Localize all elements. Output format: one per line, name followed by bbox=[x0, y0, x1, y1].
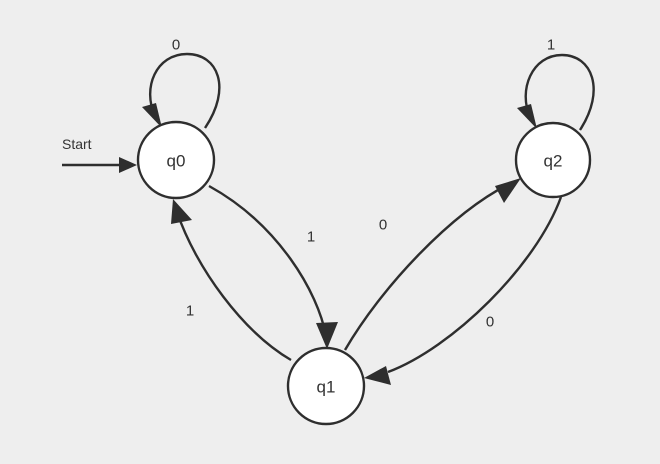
transition-q0-q1-label: 1 bbox=[307, 229, 315, 246]
transition-q1-q2-label: 0 bbox=[379, 217, 387, 234]
transition-q0-q0-path bbox=[149, 52, 221, 129]
transition-q2-q2-arrow-head-icon bbox=[517, 104, 537, 129]
transition-q2-q2-label: 1 bbox=[547, 37, 555, 54]
start-marker: Start bbox=[62, 136, 137, 173]
transition-q2-q1-label: 0 bbox=[486, 314, 494, 331]
transition-q2-q1: 0 bbox=[364, 196, 563, 385]
transition-q0-q1-path bbox=[208, 184, 328, 337]
state-circle-q2[interactable] bbox=[514, 121, 592, 199]
transition-q1-q0-arrow-head-icon bbox=[171, 199, 192, 224]
state-circle-q0[interactable] bbox=[136, 120, 216, 200]
state-circle-q1[interactable] bbox=[286, 346, 366, 426]
transition-q1-q2: 0 bbox=[343, 178, 521, 351]
transition-q1-q0-path bbox=[175, 211, 292, 362]
start-label: Start bbox=[62, 136, 92, 152]
start-arrow-head-icon bbox=[119, 157, 137, 173]
transition-q0-q0: 0 bbox=[142, 37, 221, 129]
transition-q1-q2-arrow-head-icon bbox=[495, 178, 521, 203]
transition-q1-q2-path bbox=[343, 182, 510, 351]
transition-q0-q0-arrow-head-icon bbox=[142, 103, 162, 128]
transition-q0-q0-label: 0 bbox=[172, 37, 180, 54]
transition-q0-q1-arrow-head-icon bbox=[316, 322, 338, 349]
state-label-q2: q2 bbox=[544, 152, 563, 171]
transition-q1-q0: 1 bbox=[171, 199, 292, 362]
state-node-q0[interactable]: q0 bbox=[136, 120, 216, 200]
transition-q2-q2: 1 bbox=[517, 37, 595, 131]
transition-q2-q1-path bbox=[387, 196, 563, 374]
state-label-q0: q0 bbox=[167, 152, 186, 171]
state-label-q1: q1 bbox=[317, 378, 336, 397]
state-node-q1[interactable]: q1 bbox=[286, 346, 366, 426]
transition-q1-q0-label: 1 bbox=[186, 303, 194, 320]
transition-q2-q2-path bbox=[524, 53, 595, 131]
transition-q2-q1-arrow-head-icon bbox=[364, 366, 391, 385]
state-node-q2[interactable]: q2 bbox=[514, 121, 592, 199]
transition-q0-q1: 1 bbox=[208, 184, 338, 349]
